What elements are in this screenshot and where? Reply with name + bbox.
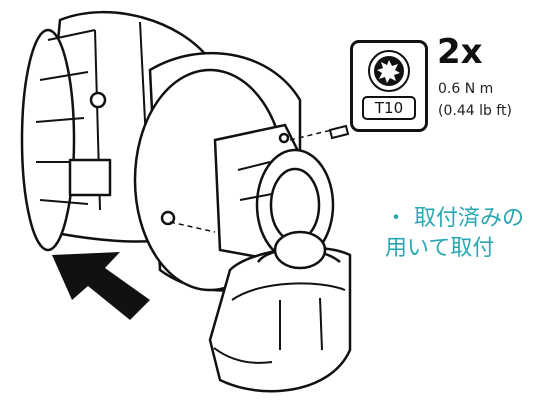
torque-metric: 0.6 N m bbox=[438, 81, 494, 97]
instruction-note: ・ 取付済みの 用いて取付 bbox=[385, 204, 524, 264]
neck-cylinder bbox=[213, 123, 335, 262]
bit-callout-box: T10 bbox=[350, 40, 428, 132]
direction-arrow-icon bbox=[52, 252, 150, 320]
screw-quantity: 2x bbox=[437, 32, 483, 72]
torx-icon bbox=[368, 50, 410, 92]
screw-icon bbox=[328, 124, 350, 140]
lower-dome bbox=[208, 230, 352, 393]
torque-spec: 0.6 N m (0.44 lb ft) bbox=[438, 78, 512, 122]
bit-size-label: T10 bbox=[374, 99, 404, 117]
torque-imperial: (0.44 lb ft) bbox=[438, 103, 512, 119]
bit-label-frame bbox=[362, 96, 416, 120]
instruction-line-1: ・ 取付済みの bbox=[385, 206, 524, 231]
instruction-line-2: 用いて取付 bbox=[385, 236, 495, 261]
screw-leader-lines bbox=[169, 127, 341, 233]
